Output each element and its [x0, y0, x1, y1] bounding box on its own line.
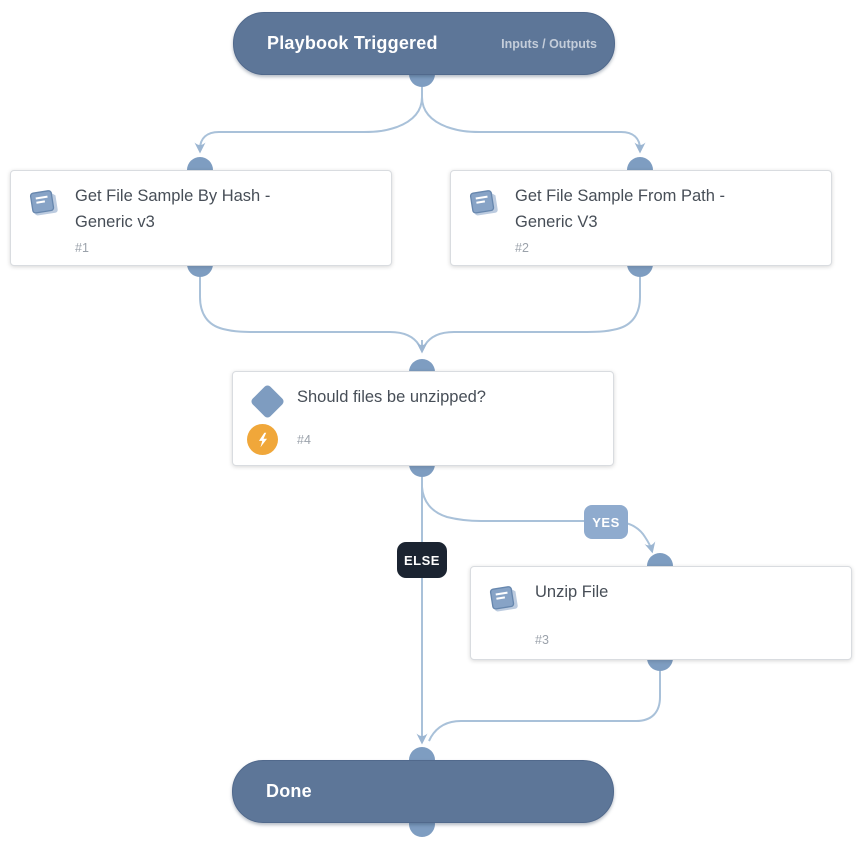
- diamond-icon: [249, 383, 286, 420]
- book-icon: [469, 190, 498, 216]
- task-node-unzip-file[interactable]: Unzip File #3: [470, 566, 852, 660]
- yes-branch-label: YES: [584, 505, 628, 539]
- wire-start-to-hash: [194, 87, 423, 154]
- done-node[interactable]: Done: [232, 760, 614, 823]
- book-icon: [29, 190, 58, 216]
- condition-node-should-unzip[interactable]: Should files be unzipped? #4: [232, 371, 614, 466]
- task-node-get-file-from-path[interactable]: Get File Sample From Path - Generic V3 #…: [450, 170, 832, 266]
- task-number: #1: [75, 241, 89, 255]
- book-icon: [489, 586, 518, 612]
- task-title: Get File Sample By Hash - Generic v3: [75, 187, 271, 231]
- wire-hash-to-condition: [199, 277, 422, 350]
- inputs-outputs-link[interactable]: Inputs / Outputs: [501, 36, 597, 51]
- start-node-title: Playbook Triggered: [267, 33, 438, 53]
- task-title: Get File Sample From Path - Generic V3: [515, 187, 725, 231]
- condition-title: Should files be unzipped?: [297, 388, 486, 406]
- start-node[interactable]: Playbook Triggered Inputs / Outputs: [233, 12, 615, 75]
- lightning-icon: [247, 424, 278, 455]
- task-number: #2: [515, 241, 529, 255]
- task-node-get-file-by-hash[interactable]: Get File Sample By Hash - Generic v3 #1: [10, 170, 392, 266]
- done-node-title: Done: [266, 781, 312, 801]
- wire-unzip-to-done: [428, 671, 661, 742]
- else-branch-label: ELSE: [397, 542, 447, 578]
- wire-yes-branch: [421, 478, 656, 554]
- task-number: #3: [535, 633, 549, 647]
- wire-path-to-condition: [422, 277, 641, 350]
- task-title: Unzip File: [535, 583, 609, 601]
- task-number: #4: [297, 433, 311, 447]
- wire-start-to-path: [421, 87, 646, 154]
